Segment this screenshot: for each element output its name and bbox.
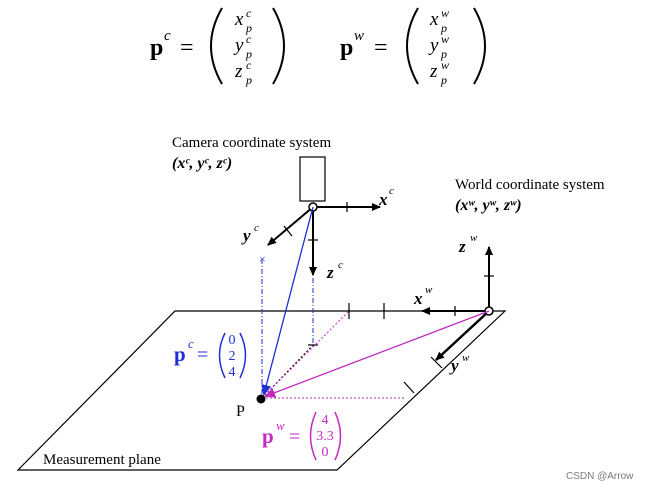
camera-y-tick — [283, 225, 293, 237]
point-p-label: P — [236, 403, 245, 420]
pc-vector-annotation: p c = 0 2 4 — [174, 332, 247, 380]
camera-x-label: x c — [378, 185, 394, 209]
eq-pw-lhs: p — [340, 35, 353, 61]
svg-text:x: x — [429, 9, 439, 30]
svg-text:c: c — [246, 58, 252, 72]
eq-pw-row-z: z p w — [429, 58, 449, 87]
svg-text:w: w — [441, 32, 449, 46]
svg-text:w: w — [470, 232, 478, 244]
camera-position-vector — [261, 206, 314, 396]
svg-text:c: c — [338, 259, 343, 271]
pw-value-x: 4 — [322, 413, 329, 428]
world-z-label: z w — [458, 232, 478, 256]
pc-value-y: 2 — [229, 349, 236, 364]
eq-pc-row-z: z p c — [234, 58, 252, 87]
eq-pw-lhs-sup: w — [354, 28, 364, 44]
svg-text:c: c — [246, 6, 252, 20]
eq-pw-left-paren — [406, 7, 419, 85]
camera-system: Camera coordinate system (xᶜ, yᶜ, zᶜ) x … — [172, 135, 394, 282]
svg-text:z: z — [234, 61, 243, 82]
pc-label: p — [174, 342, 186, 366]
camera-y-axis — [267, 206, 314, 246]
eq-pc-equals: = — [180, 35, 194, 61]
world-position-vector — [264, 310, 490, 398]
measurement-plane-label: Measurement plane — [43, 452, 161, 468]
pc-label-sup: c — [188, 336, 194, 351]
camera-y-projection-mark: × — [259, 252, 266, 266]
world-system-title: World coordinate system — [455, 177, 605, 193]
svg-text:p: p — [245, 21, 252, 35]
pc-value-z: 4 — [229, 365, 236, 380]
eq-pc-row-y: y p c — [233, 32, 252, 61]
svg-text:c: c — [254, 222, 259, 234]
eq-pc-lhs-sup: c — [164, 28, 171, 44]
svg-text:y: y — [428, 35, 439, 56]
world-system-tuple: (xʷ, yʷ, zʷ) — [455, 197, 522, 214]
eq-pc-row-x: x p c — [234, 6, 252, 35]
svg-text:p: p — [245, 73, 252, 87]
pw-equals: = — [289, 426, 300, 448]
eq-pc-left-paren — [210, 7, 223, 85]
world-y-tick-2 — [403, 381, 415, 394]
pw-value-y: 3.3 — [316, 429, 334, 444]
pw-label-sup: w — [276, 418, 285, 433]
svg-text:c: c — [246, 32, 252, 46]
svg-text:w: w — [441, 58, 449, 72]
eq-pw-equals: = — [374, 35, 388, 61]
equation-world-point: p w = x p w y p w z p w — [340, 6, 486, 87]
svg-text:w: w — [462, 352, 470, 364]
pw-left-paren — [309, 411, 317, 461]
watermark: CSDN @Arrow — [566, 471, 634, 482]
pw-label: p — [262, 424, 274, 448]
eq-pw-row-y: y p w — [428, 32, 449, 61]
eq-pw-row-x: x p w — [429, 6, 449, 35]
svg-text:p: p — [440, 21, 447, 35]
eq-pc-lhs: p — [150, 35, 163, 61]
camera-y-label: y c — [241, 222, 259, 245]
equation-camera-point: p c = x p c y p c z p c — [150, 6, 285, 87]
svg-text:x: x — [234, 9, 244, 30]
svg-text:p: p — [440, 47, 447, 61]
world-x-projection — [261, 310, 350, 399]
eq-pc-right-paren — [272, 7, 285, 85]
pc-equals: = — [197, 344, 208, 366]
svg-text:z: z — [429, 61, 438, 82]
svg-text:y: y — [449, 356, 459, 375]
pc-left-paren — [218, 332, 226, 379]
svg-text:w: w — [425, 284, 433, 296]
world-system: World coordinate system (xʷ, yʷ, zʷ) z w… — [348, 177, 605, 394]
svg-text:y: y — [233, 35, 244, 56]
svg-text:p: p — [440, 73, 447, 87]
svg-text:x: x — [413, 289, 423, 308]
pc-value-x: 0 — [229, 333, 236, 348]
svg-text:p: p — [245, 47, 252, 61]
eq-pw-right-paren — [473, 7, 486, 85]
world-x-label: x w — [413, 284, 433, 308]
world-y-tick-1 — [430, 356, 443, 369]
world-y-axis — [435, 310, 490, 361]
measurement-plane — [16, 310, 507, 471]
pc-right-paren — [239, 332, 247, 379]
world-y-label: y w — [449, 352, 470, 375]
svg-text:y: y — [241, 226, 251, 245]
svg-text:z: z — [458, 237, 466, 256]
point-p — [256, 394, 266, 404]
camera-system-tuple: (xᶜ, yᶜ, zᶜ) — [172, 155, 232, 172]
pw-vector-annotation: p w = 4 3.3 0 — [262, 411, 342, 461]
svg-text:w: w — [441, 6, 449, 20]
camera-body — [299, 156, 326, 202]
svg-text:x: x — [378, 190, 388, 209]
svg-text:c: c — [389, 185, 394, 197]
pw-right-paren — [334, 411, 342, 461]
pw-value-z: 0 — [322, 445, 329, 460]
camera-system-title: Camera coordinate system — [172, 135, 331, 151]
camera-z-label: z c — [326, 259, 343, 282]
svg-text:z: z — [326, 263, 334, 282]
